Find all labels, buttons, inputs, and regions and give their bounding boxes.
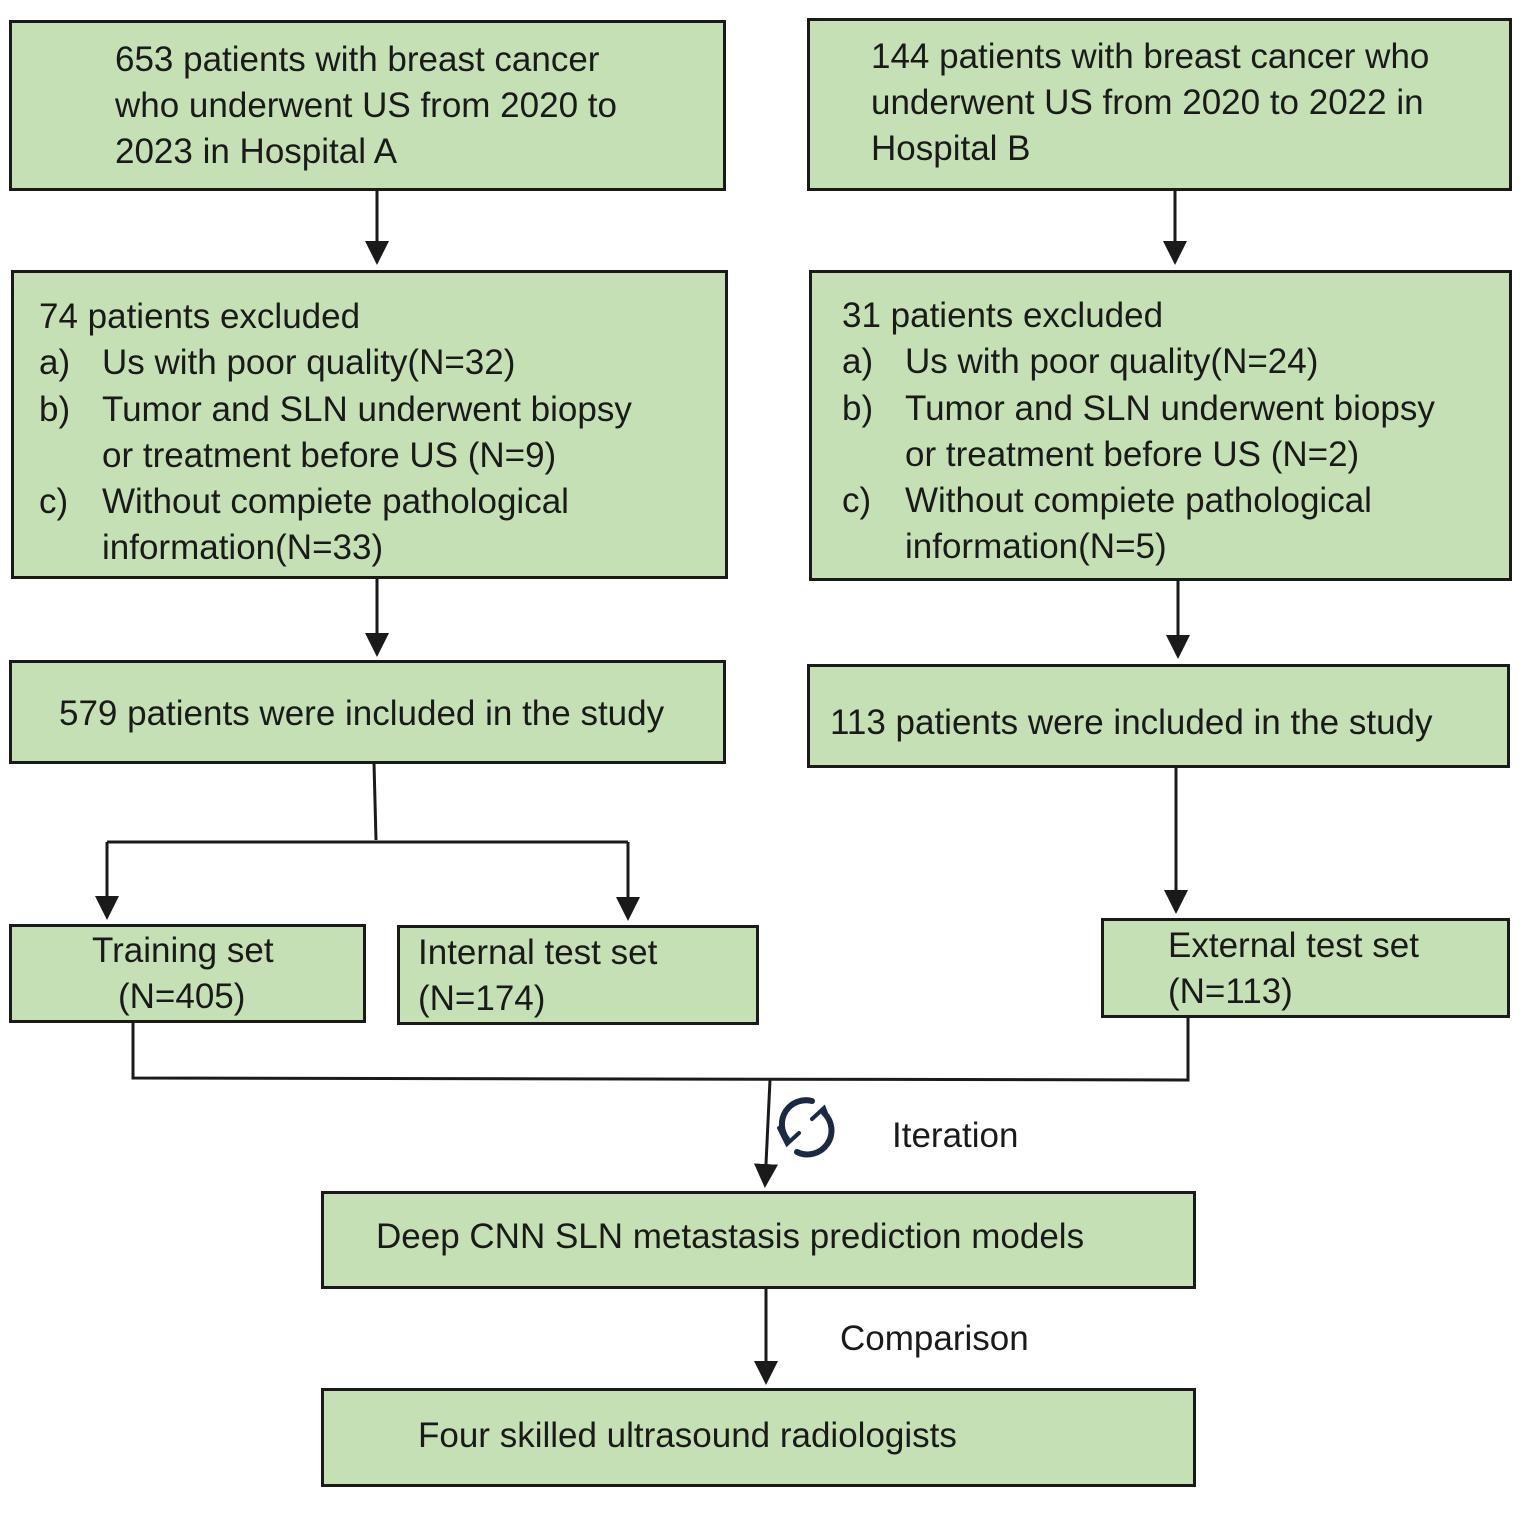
hospital-a-source-line-2: who underwent US from 2020 to [115, 86, 617, 125]
hospital-b-source-box: 144 patients with breast cancer who unde… [807, 18, 1512, 191]
hospital-b-included-box: 113 patients were included in the study [807, 664, 1510, 768]
model-text: Deep CNN SLN metastasis prediction model… [376, 1217, 1085, 1256]
exclusion-text: Without compiete pathological [102, 482, 569, 521]
training-set-count: (N=405) [118, 977, 246, 1016]
exclusion-text: Us with poor quality(N=32) [102, 343, 516, 382]
hospital-a-included-text: 579 patients were included in the study [59, 694, 665, 733]
iteration-label: Iteration [892, 1116, 1019, 1155]
comparison-label: Comparison [840, 1319, 1029, 1358]
exclusion-marker: a) [842, 342, 874, 381]
exclusion-text: Tumor and SLN underwent biopsy [905, 389, 1435, 428]
hospital-a-source-line-3: 2023 in Hospital A [115, 132, 398, 171]
refresh-cycle-icon [777, 1097, 835, 1158]
exclusion-marker: b) [39, 390, 71, 429]
hospital-a-source-line-1: 653 patients with breast cancer [115, 40, 600, 79]
hospital-a-included-box: 579 patients were included in the study [9, 660, 726, 764]
exclusion-text: Without compiete pathological [905, 481, 1372, 520]
radiologists-text: Four skilled ultrasound radiologists [418, 1416, 957, 1455]
internal-test-set-count: (N=174) [418, 979, 546, 1018]
hospital-b-source-line-2: underwent US from 2020 to 2022 in [871, 83, 1424, 122]
hospital-a-source-box: 653 patients with breast cancer who unde… [9, 20, 726, 191]
exclusion-text: Us with poor quality(N=24) [905, 342, 1319, 381]
line-merge [131, 1017, 1190, 1082]
external-test-set-count: (N=113) [1168, 972, 1293, 1011]
hospital-a-excluded-title: 74 patients excluded [39, 297, 361, 336]
exclusion-text: Tumor and SLN underwent biopsy [102, 390, 632, 429]
exclusion-text-continued: or treatment before US (N=9) [102, 436, 557, 475]
hospital-b-excluded-box: 31 patients excluded a) Us with poor qua… [809, 270, 1512, 581]
hospital-b-excluded-title: 31 patients excluded [842, 296, 1164, 335]
training-set-title: Training set [92, 931, 274, 970]
exclusion-marker: c) [39, 482, 69, 521]
hospital-b-source-line-3: Hospital B [871, 129, 1031, 168]
arrow-merge-to-model [754, 1079, 778, 1188]
exclusion-text-continued: information(N=33) [102, 528, 384, 567]
hospital-b-included-text: 113 patients were included in the study [830, 703, 1433, 742]
external-test-set-title: External test set [1168, 926, 1419, 965]
training-set-box: Training set (N=405) [9, 924, 366, 1023]
internal-test-set-title: Internal test set [418, 933, 658, 972]
exclusion-text-continued: or treatment before US (N=2) [905, 435, 1360, 474]
exclusion-text-continued: information(N=5) [905, 527, 1167, 566]
line-a-split-stem [372, 762, 378, 841]
hospital-b-source-line-1: 144 patients with breast cancer who [871, 37, 1430, 76]
hospital-a-excluded-box: 74 patients excluded a) Us with poor qua… [11, 270, 728, 579]
model-box: Deep CNN SLN metastasis prediction model… [321, 1191, 1196, 1289]
exclusion-marker: c) [842, 481, 872, 520]
exclusion-marker: b) [842, 389, 874, 428]
external-test-set-box: External test set (N=113) [1101, 918, 1510, 1018]
internal-test-set-box: Internal test set (N=174) [397, 925, 759, 1025]
exclusion-marker: a) [39, 343, 71, 382]
radiologists-box: Four skilled ultrasound radiologists [321, 1388, 1196, 1487]
